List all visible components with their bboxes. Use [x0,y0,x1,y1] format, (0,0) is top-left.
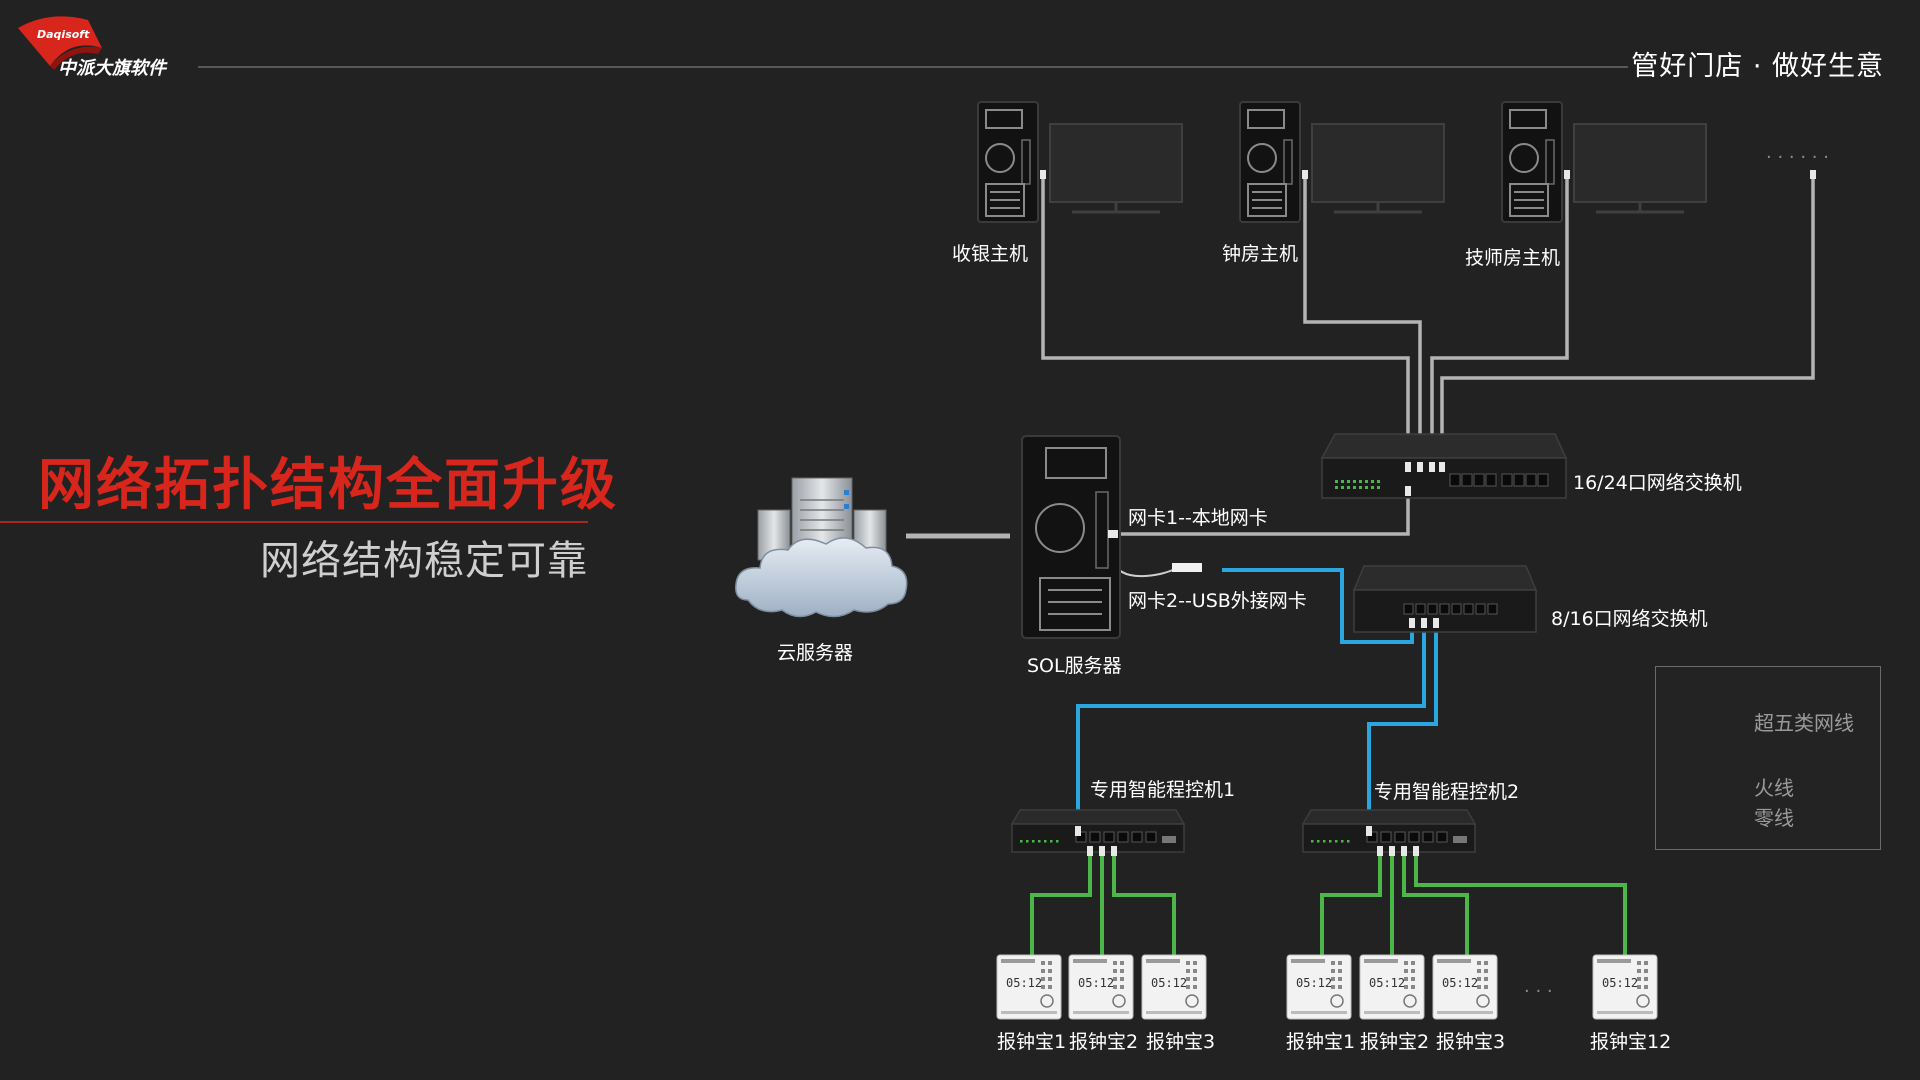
slogan: 管好门店 · 做好生意 [1631,51,1884,82]
switch-main-label: 16/24口网络交换机 [1573,472,1742,494]
controller1-icon [1011,809,1185,853]
clock-device-label: 报钟宝1 [1286,1031,1356,1053]
sql-server-icon [1021,435,1202,639]
host-plugs [1040,170,1816,179]
cloud-server-icon [735,477,908,618]
clock-room-host-icon [1239,101,1446,223]
controller2-label: 专用智能程控机2 [1374,781,1520,803]
clock-device-label: 报钟宝12 [1590,1031,1672,1053]
cashier-host-label: 收银主机 [952,243,1029,265]
clock-device-label: 报钟宝1 [997,1031,1067,1053]
controller-plugs [1075,826,1419,856]
technician-host-label: 技师房主机 [1465,247,1561,269]
clock-time: 05:12 [1296,976,1332,990]
controller1-label: 专用智能程控机1 [1090,779,1236,801]
switch-secondary-icon [1352,565,1538,633]
logo-chinese-text: 中派大旗软件 [58,58,166,79]
switch-main-icon [1320,433,1568,499]
usb-cable [1111,559,1176,578]
logo-latin-text: Daqisoft [37,28,90,41]
legend-neutral-label: 零线 [1754,806,1794,830]
more-devices-ellipsis: . . . [1524,976,1553,997]
clock-time: 05:12 [1369,976,1405,990]
clock-time: 05:12 [1442,976,1478,990]
clock-device-label: 报钟宝3 [1146,1031,1216,1053]
daqisoft-logo-icon [18,16,102,70]
legend [1655,666,1881,850]
green-cables [1030,852,1627,958]
clock-device-label: 报钟宝2 [1360,1031,1430,1053]
clock-displays: 05:12 05:12 05:12 05:12 05:12 05:12 05:1… [1006,976,1638,990]
usb-adapter-icon [1172,563,1202,572]
clock-room-host-label: 钟房主机 [1222,243,1299,265]
technician-host-icon [1501,101,1708,223]
clock-device-label: 报钟宝3 [1436,1031,1506,1053]
page-title: 网络拓扑结构全面升级 [38,453,618,518]
blue-cables [1076,568,1438,830]
nic2-label: 网卡2--USB外接网卡 [1128,590,1307,612]
clock-device-label: 报钟宝2 [1069,1031,1139,1053]
clock-time: 05:12 [1006,976,1042,990]
legend-cable-label: 超五类网线 [1754,711,1854,735]
nic1-label: 网卡1--本地网卡 [1128,507,1268,529]
clock-time: 05:12 [1151,976,1187,990]
switch-secondary-label: 8/16口网络交换机 [1551,608,1708,630]
gray-cables [1041,172,1815,536]
clock-time: 05:12 [1602,976,1638,990]
sql-server-label: SOL服务器 [1027,655,1122,677]
clock-time: 05:12 [1078,976,1114,990]
more-hosts-ellipsis: . . . . . . [1766,142,1829,163]
page-subtitle: 网络结构稳定可靠 [260,538,588,584]
cashier-host-icon [977,101,1184,223]
legend-live-label: 火线 [1754,776,1794,800]
controller2-icon [1302,809,1476,853]
cloud-server-label: 云服务器 [777,642,854,664]
